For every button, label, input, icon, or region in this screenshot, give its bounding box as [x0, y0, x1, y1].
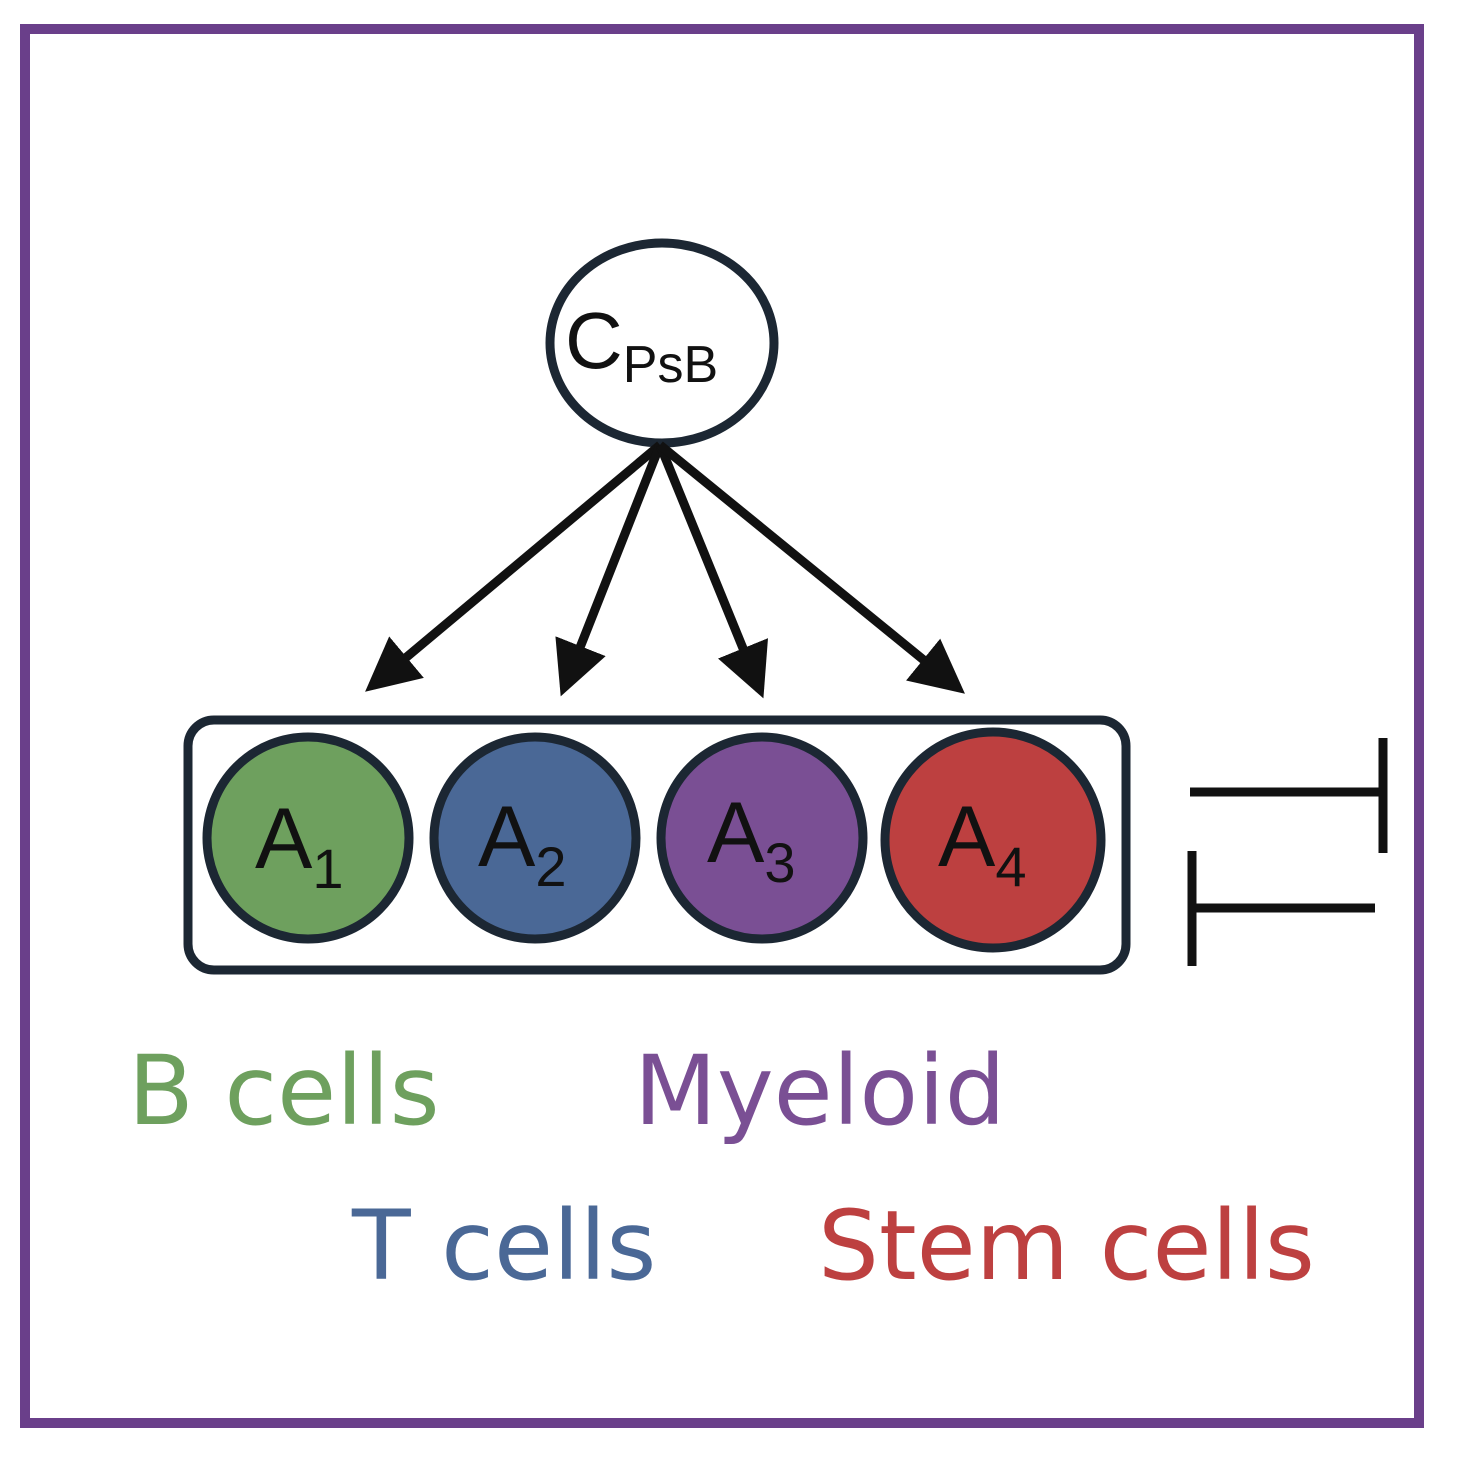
node-a3: A3 [656, 732, 868, 944]
inhibition-arrow-right [1190, 738, 1388, 853]
svg-text:A3: A3 [707, 785, 796, 894]
node-a3-subscript: 3 [764, 831, 795, 894]
arrow-to-a2 [555, 443, 665, 697]
arrows [365, 441, 965, 699]
svg-text:A2: A2 [478, 789, 567, 898]
node-a1-label: A [255, 791, 313, 887]
arrow-to-a1 [365, 441, 663, 692]
arrow-to-a4 [657, 441, 965, 694]
top-node-subscript: PsB [623, 336, 718, 394]
node-a4-subscript: 4 [995, 835, 1026, 898]
legend-stem-cells: Stem cells [818, 1190, 1315, 1302]
node-a2-circle [429, 732, 641, 944]
node-a2-subscript: 2 [535, 835, 566, 898]
node-group-box [183, 715, 1131, 975]
inhibition-arrow-left [1187, 851, 1375, 966]
node-a2-label: A [478, 789, 536, 885]
top-node-label: C [565, 296, 623, 385]
legend-myeloid: Myeloid [634, 1035, 1006, 1147]
node-a4: A4 [880, 727, 1106, 953]
legend-t-cells: T cells [352, 1190, 657, 1302]
node-a3-circle [656, 732, 868, 944]
node-a4-circle [880, 727, 1106, 953]
node-a1-circle [202, 732, 414, 944]
node-a2: A2 [429, 732, 641, 944]
legend-b-cells: B cells [128, 1035, 440, 1147]
inhibition-symbols [1187, 738, 1388, 966]
svg-text:A1: A1 [255, 791, 344, 900]
arrow-to-a3 [655, 443, 768, 699]
svg-text:A4: A4 [938, 789, 1027, 898]
node-a1: A1 [202, 732, 414, 944]
node-a1-subscript: 1 [312, 837, 343, 900]
svg-text:CPsB: CPsB [565, 296, 718, 394]
node-a3-label: A [707, 785, 765, 881]
top-node: CPsB [545, 238, 779, 448]
node-a4-label: A [938, 789, 996, 885]
